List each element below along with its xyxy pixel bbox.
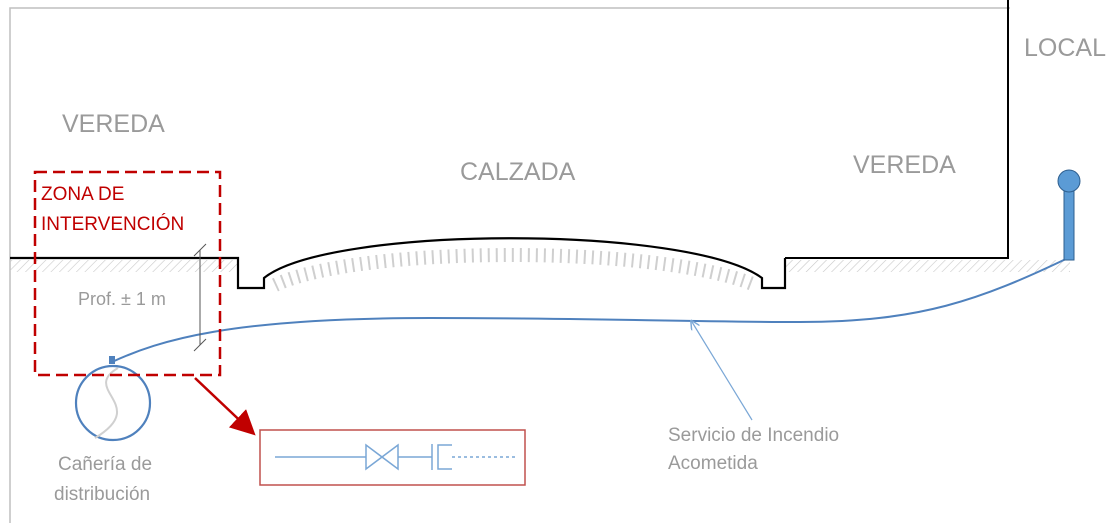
detail-arrow bbox=[194, 377, 256, 436]
ground-hatch-right bbox=[785, 260, 1010, 272]
distribution-pipe bbox=[74, 364, 152, 442]
building-wall bbox=[785, 0, 1009, 259]
detail-coupling bbox=[437, 444, 452, 470]
distribution-pipe-curve bbox=[94, 367, 119, 439]
label-zone-line2: INTERVENCIÓN bbox=[41, 213, 184, 235]
label-pipe-line2: distribución bbox=[54, 484, 150, 505]
service-pipe-stub bbox=[109, 356, 115, 364]
label-local: LOCAL bbox=[1024, 34, 1106, 62]
road-surface bbox=[10, 237, 787, 290]
label-service-line2: Acometida bbox=[668, 453, 758, 474]
label-service-line1: Servicio de Incendio bbox=[668, 425, 839, 446]
intervention-zone bbox=[33, 170, 222, 377]
depth-tick-top bbox=[193, 243, 207, 257]
hydrant-head bbox=[1057, 169, 1081, 193]
ground-hatch-left bbox=[10, 260, 238, 272]
label-calzada: CALZADA bbox=[460, 158, 576, 186]
label-pipe-line1: Cañería de bbox=[58, 454, 152, 475]
label-vereda-right: VEREDA bbox=[853, 151, 956, 179]
road-base-texture bbox=[272, 248, 758, 292]
label-zone-line1: ZONA DE bbox=[41, 184, 124, 205]
hydrant-post bbox=[1063, 187, 1075, 261]
label-depth: Prof. ± 1 m bbox=[78, 289, 166, 309]
depth-tick-bottom bbox=[193, 338, 207, 352]
ground-hatch-local bbox=[1010, 260, 1070, 272]
service-pipe bbox=[111, 257, 1069, 363]
frame-border bbox=[9, 7, 1010, 523]
service-callout-line bbox=[692, 322, 753, 421]
label-vereda-left: VEREDA bbox=[62, 110, 165, 138]
valve-icon bbox=[365, 443, 399, 471]
